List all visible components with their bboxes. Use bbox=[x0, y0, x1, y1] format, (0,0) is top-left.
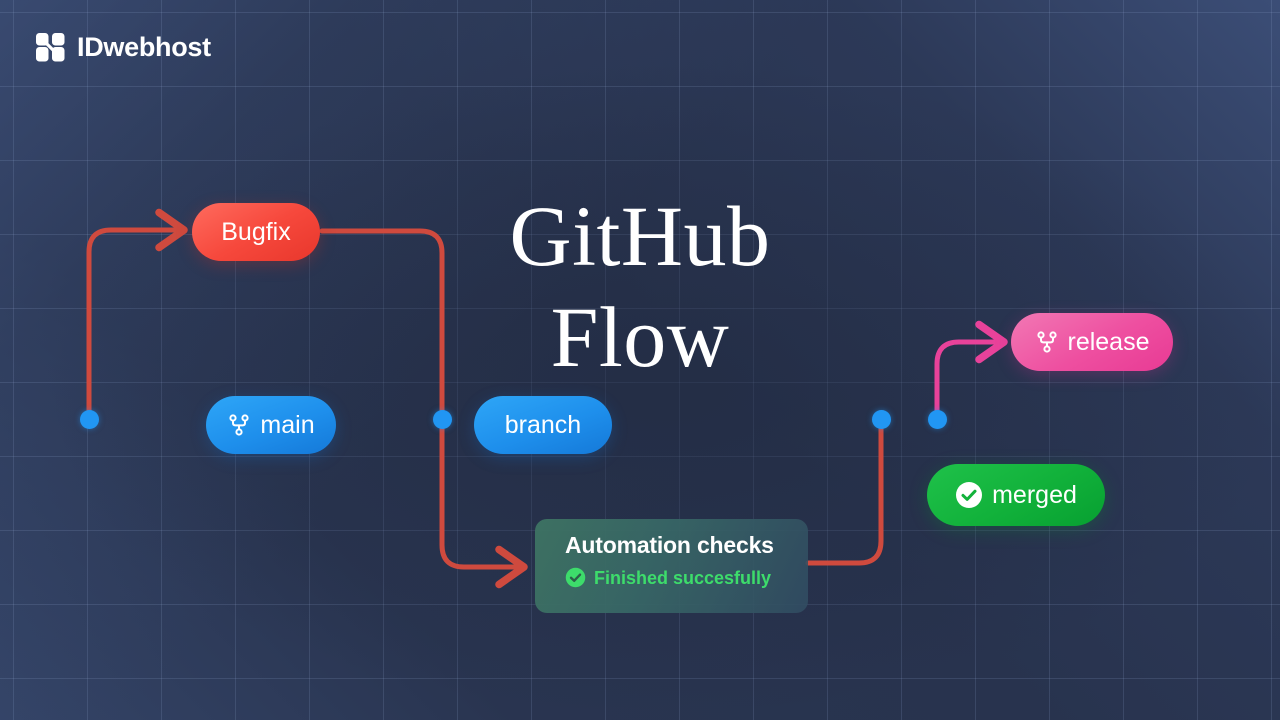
node-bugfix[interactable]: Bugfix bbox=[192, 203, 320, 261]
node-branch-label: branch bbox=[504, 410, 582, 439]
git-branch-icon bbox=[1035, 330, 1059, 354]
commit-dot-release[interactable] bbox=[927, 409, 947, 429]
automation-checks-status-text: Finished succesfully bbox=[594, 567, 772, 588]
node-main[interactable]: main bbox=[206, 396, 336, 454]
automation-checks-card[interactable]: Automation checks Finished succesfully bbox=[535, 519, 808, 613]
node-release-label: release bbox=[1067, 327, 1150, 356]
node-release[interactable]: release bbox=[1011, 313, 1173, 371]
commit-dot-origin[interactable] bbox=[79, 409, 99, 429]
commit-dot-branch[interactable] bbox=[432, 409, 452, 429]
git-branch-icon bbox=[227, 413, 251, 437]
brand-name: IDwebhost bbox=[77, 31, 211, 62]
automation-checks-status: Finished succesfully bbox=[565, 567, 808, 588]
brand-logo: IDwebhost bbox=[33, 30, 211, 64]
automation-to-main-path bbox=[805, 416, 884, 566]
node-bugfix-label: Bugfix bbox=[221, 217, 291, 246]
automation-checks-title: Automation checks bbox=[565, 532, 774, 558]
node-branch[interactable]: branch bbox=[474, 396, 612, 454]
node-merged[interactable]: merged bbox=[927, 464, 1105, 526]
commit-dot-merge[interactable] bbox=[871, 409, 891, 429]
check-circle-icon bbox=[955, 481, 983, 509]
node-merged-label: merged bbox=[992, 480, 1077, 509]
idwebhost-blocks-icon bbox=[33, 30, 67, 64]
page-title-line-1: GitHub bbox=[509, 188, 771, 284]
check-circle-icon bbox=[565, 567, 586, 588]
node-main-label: main bbox=[260, 410, 315, 439]
